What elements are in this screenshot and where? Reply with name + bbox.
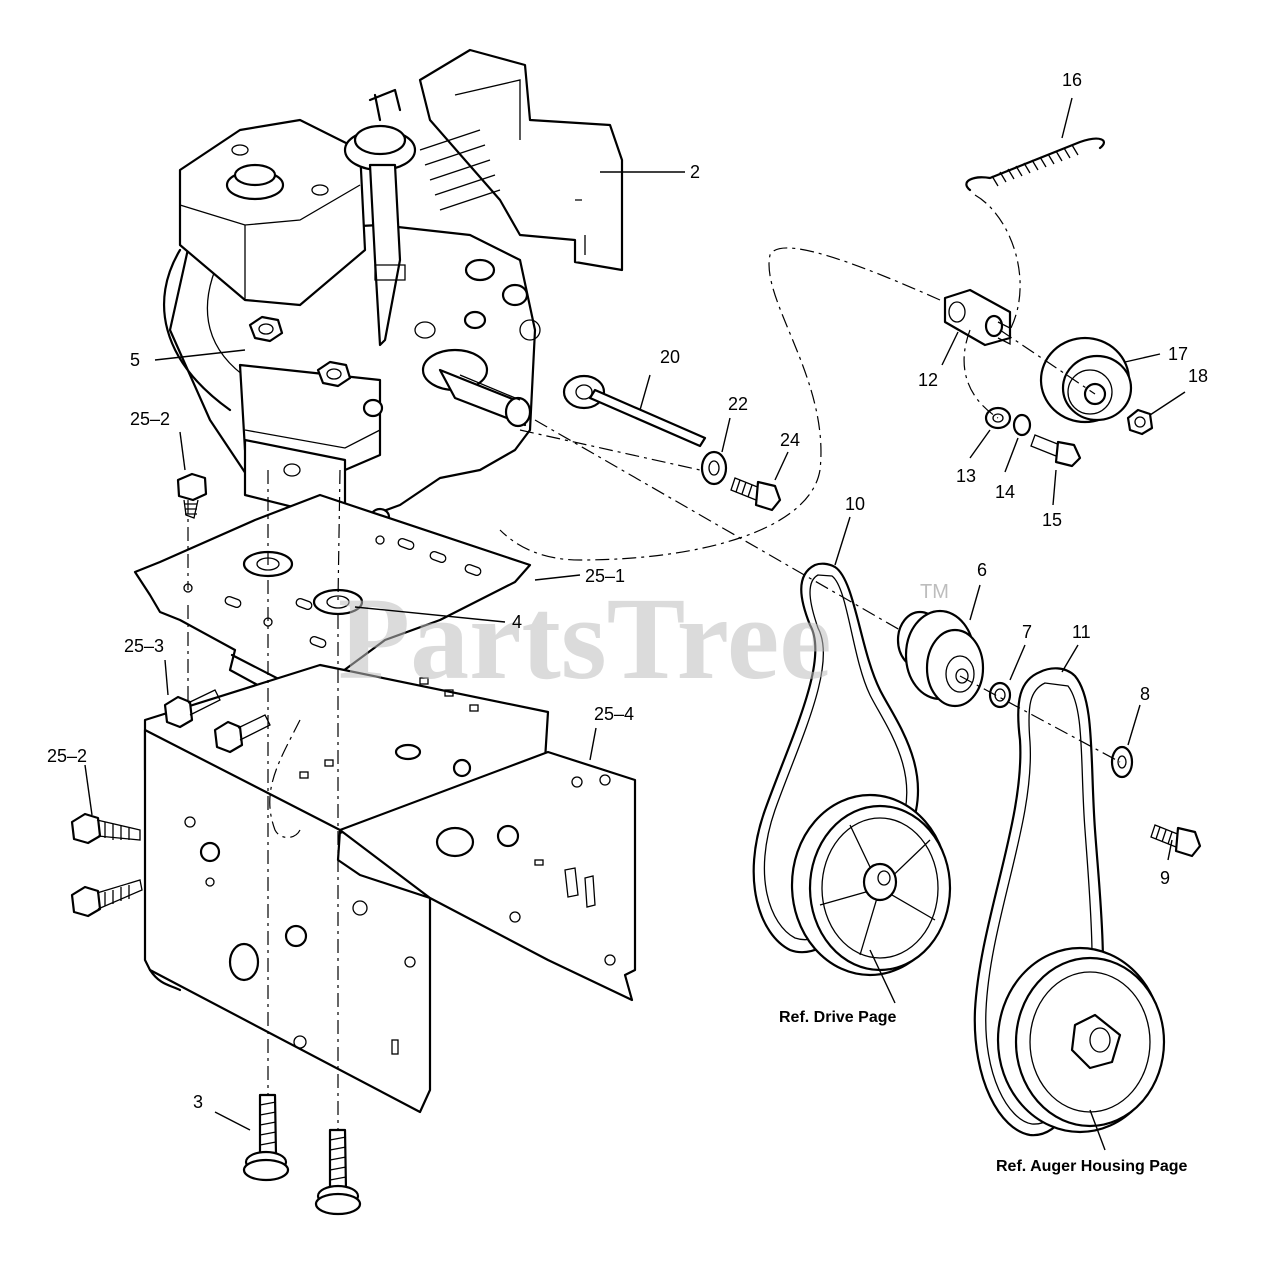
callout-25-2-side: 25–2 <box>47 746 87 766</box>
bolt-9[interactable] <box>1150 824 1202 858</box>
bolt-25-3[interactable] <box>163 689 271 754</box>
spring-16[interactable] <box>965 137 1106 192</box>
callout-2: 2 <box>690 162 700 182</box>
callout-25-1: 25–1 <box>585 566 625 586</box>
callout-25-4: 25–4 <box>594 704 634 724</box>
spacer-7[interactable] <box>988 681 1012 709</box>
callout-18: 18 <box>1188 366 1208 386</box>
callout-9: 9 <box>1160 868 1170 888</box>
washer-22[interactable] <box>700 450 728 486</box>
callout-12: 12 <box>918 370 938 390</box>
callout-13: 13 <box>956 466 976 486</box>
washer-8[interactable] <box>1110 745 1134 779</box>
callout-10: 10 <box>845 494 865 514</box>
nut-18[interactable] <box>1126 408 1154 436</box>
idler-pulley-17[interactable] <box>1039 336 1133 424</box>
callout-22: 22 <box>728 394 748 414</box>
ref-drive-page: Ref. Drive Page <box>779 1009 896 1026</box>
callout-14: 14 <box>995 482 1015 502</box>
callout-8: 8 <box>1140 684 1150 704</box>
drive-pulley[interactable] <box>790 793 952 977</box>
callout-11: 11 <box>1072 622 1091 642</box>
watermark-text: PartsTree <box>338 573 832 704</box>
bolt-24[interactable] <box>730 477 782 512</box>
callout-7: 7 <box>1022 622 1032 642</box>
auger-pulley[interactable] <box>996 946 1166 1134</box>
callout-16: 16 <box>1062 70 1082 90</box>
key-20[interactable] <box>562 374 707 448</box>
leader-lines <box>84 97 1186 1151</box>
callout-25-2-top: 25–2 <box>130 409 170 429</box>
bolt-25-2-side[interactable] <box>70 812 143 918</box>
callout-6: 6 <box>977 560 987 580</box>
watermark-trademark: TM <box>920 581 949 603</box>
callout-17: 17 <box>1168 344 1188 364</box>
callout-20: 20 <box>660 347 680 367</box>
engine[interactable] <box>162 48 624 527</box>
callout-3: 3 <box>193 1092 203 1112</box>
frame[interactable] <box>143 663 637 1114</box>
callout-24: 24 <box>780 430 800 450</box>
center-lines <box>187 194 1121 1130</box>
callout-4: 4 <box>512 612 522 632</box>
bolt-3[interactable] <box>242 1093 362 1216</box>
callout-5: 5 <box>130 350 140 370</box>
callout-15: 15 <box>1042 510 1062 530</box>
engine-pulley-6[interactable] <box>896 609 985 708</box>
ref-auger-housing-page: Ref. Auger Housing Page <box>996 1158 1188 1175</box>
bolt-25-2-top[interactable] <box>176 472 208 519</box>
pivot-12[interactable] <box>943 288 1012 347</box>
callout-25-3: 25–3 <box>124 636 164 656</box>
